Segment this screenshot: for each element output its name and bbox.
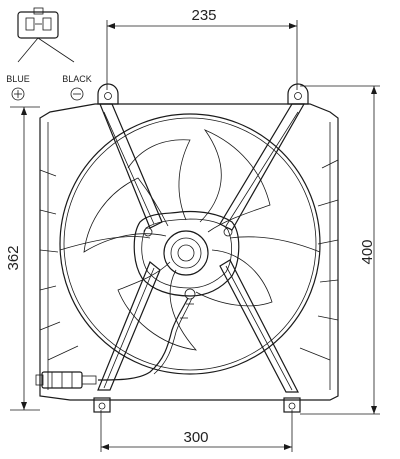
shroud-frame [39, 103, 339, 401]
mount-bracket-right [287, 83, 309, 105]
dimension-bottom-value: 300 [183, 429, 208, 446]
dimension-top [106, 20, 298, 90]
dimension-top-value: 235 [191, 7, 216, 24]
dimension-right [300, 85, 380, 415]
dimension-left-value: 362 [5, 245, 22, 270]
connector-diagram [17, 7, 75, 63]
motor-hub [163, 230, 209, 276]
motor-screw-right [223, 227, 233, 237]
connector-body [17, 11, 59, 39]
wiring-harness [97, 297, 194, 381]
minus-symbol-icon [70, 87, 84, 101]
plus-symbol-icon [11, 87, 25, 101]
foot-left [93, 397, 111, 413]
connector-lead-left [17, 37, 39, 63]
fan-blades [83, 129, 273, 351]
motor-shaft [177, 244, 195, 262]
fan-ring [59, 113, 321, 375]
foot-right [283, 397, 301, 413]
motor-cable-grommet [184, 288, 196, 300]
harness-plug [35, 371, 97, 389]
dimension-right-value: 400 [359, 239, 376, 264]
connector-pin-right [42, 17, 52, 31]
connector-pin-left [25, 17, 35, 31]
wire-label-blue: BLUE [6, 74, 30, 84]
wire-label-black: BLACK [62, 74, 92, 84]
motor-housing [133, 210, 240, 300]
dimension-bottom [100, 410, 293, 452]
connector-latch [33, 7, 44, 15]
motor-hub-inner [170, 237, 202, 269]
dimension-left [10, 106, 40, 411]
mount-bracket-left [97, 83, 119, 105]
motor-screw-left [143, 227, 153, 237]
connector-lead-right [37, 37, 75, 63]
